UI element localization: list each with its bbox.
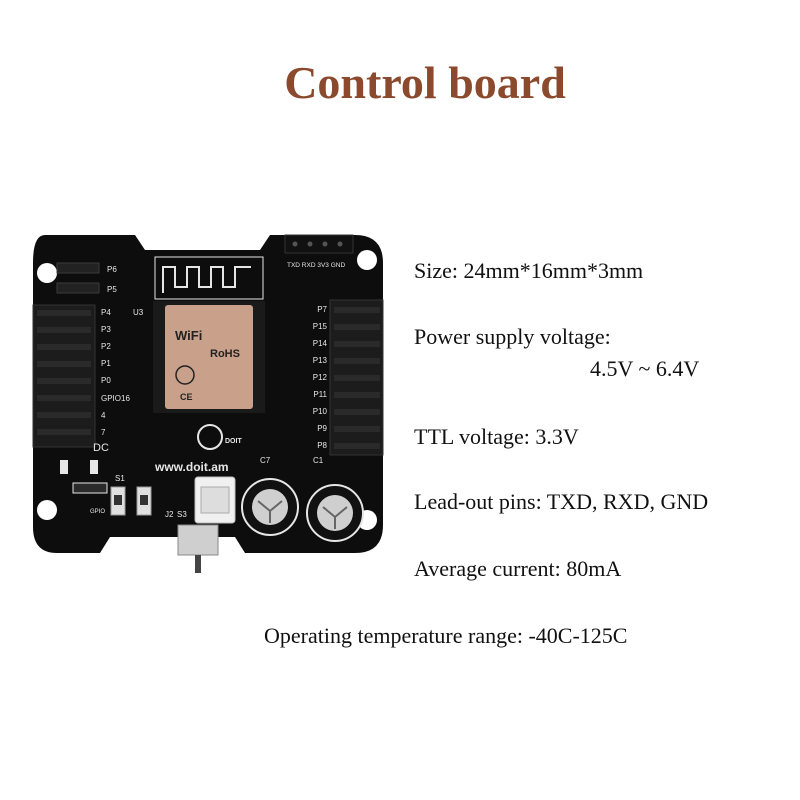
doit-logo-icon [197, 424, 223, 450]
spec-current: Average current: 80mA [414, 556, 622, 581]
silk-j2: J2 [165, 510, 174, 519]
silk-p3: P3 [101, 325, 111, 334]
silk-p0: P0 [101, 376, 111, 385]
silk-p12: P12 [313, 373, 328, 382]
silk-p13: P13 [313, 356, 328, 365]
smd-component [72, 482, 108, 494]
spec-ttl: TTL voltage: 3.3V [414, 424, 579, 449]
silk-s1: S1 [115, 474, 125, 483]
silk-4: 4 [101, 411, 106, 420]
top-header [284, 234, 354, 254]
capacitor-c1 [306, 484, 364, 542]
silk-p10: P10 [313, 407, 328, 416]
module-shield [165, 305, 253, 409]
silk-u3: U3 [133, 308, 144, 317]
silk-p9: P9 [317, 424, 327, 433]
spec-temperature: Operating temperature range: -40C-125C [264, 623, 628, 648]
svg-text:CE: CE [180, 392, 193, 402]
wifi-module: WiFi RoHS CE [153, 301, 265, 413]
silk-p1: P1 [101, 359, 111, 368]
control-board-photo: TXD RXD 3V3 GND P6 P5 P4 P3 P2 P1 P0 GPI… [15, 215, 395, 585]
header-label: TXD RXD 3V3 GND [287, 262, 345, 269]
silk-gpio: GPIO [90, 509, 105, 515]
silk-s3: S3 [177, 510, 187, 519]
silk-url: www.doit.am [154, 460, 229, 474]
silk-p8: P8 [317, 441, 327, 450]
spec-size: Size: 24mm*16mm*3mm [414, 258, 644, 283]
spec-power-label: Power supply voltage: [414, 324, 611, 349]
small-header-p6-p5 [56, 262, 100, 294]
control-board-image: TXD RXD 3V3 GND P6 P5 P4 P3 P2 P1 P0 GPI… [32, 234, 384, 573]
silk-p15: P15 [313, 322, 328, 331]
silk-p5: P5 [107, 285, 117, 294]
spec-leadout: Lead-out pins: TXD, RXD, GND [414, 489, 709, 514]
silk-dc: DC [93, 442, 109, 454]
module-logo-icon [175, 365, 195, 385]
slide-switch [177, 524, 219, 556]
module-rohs-label: RoHS [210, 348, 240, 360]
mount-hole-bl [37, 500, 57, 520]
silk-p2: P2 [101, 342, 111, 351]
wifi-antenna [154, 256, 264, 300]
silk-p4: P4 [101, 308, 111, 317]
smd-resistor-1 [60, 460, 68, 474]
silk-c1: C1 [313, 456, 324, 465]
capacitor-c7 [241, 478, 299, 536]
silk-p14: P14 [313, 339, 328, 348]
mount-hole-tr [357, 250, 377, 270]
silk-brand: DOIT [225, 438, 242, 445]
page-title: Control board [284, 57, 566, 108]
silk-gpio16: GPIO16 [101, 394, 130, 403]
left-pin-header [32, 304, 96, 448]
silk-p11: P11 [313, 390, 327, 399]
silk-p7: P7 [317, 305, 327, 314]
mount-hole-tl [37, 263, 57, 283]
silk-p6: P6 [107, 265, 117, 274]
silk-7: 7 [101, 428, 106, 437]
silk-c7: C7 [260, 456, 271, 465]
smd-resistor-2 [90, 460, 98, 474]
module-wifi-label: WiFi [175, 328, 202, 343]
spec-power-value: 4.5V ~ 6.4V [590, 356, 700, 381]
